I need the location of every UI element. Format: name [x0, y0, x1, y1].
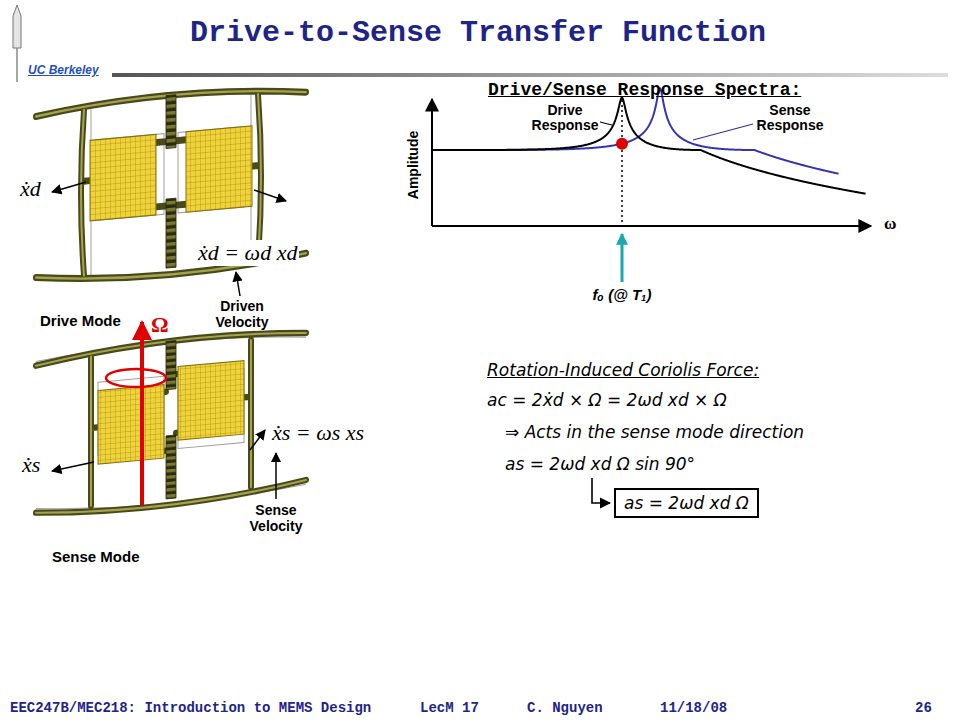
velocity-arrow: [254, 190, 286, 201]
response-chart: [431, 99, 433, 226]
beam: [36, 328, 306, 517]
drive-response-curve: [433, 98, 866, 194]
result-box: as = 2ωd xd Ω: [614, 488, 759, 518]
beam: [36, 83, 306, 287]
response-chart: [693, 124, 753, 140]
beam: [36, 328, 306, 517]
footer-author: C. Nguyen: [527, 700, 603, 716]
velocity-arrow: [236, 272, 240, 296]
handwritten-equation: ac = 2ẋd × Ω = 2ωd xd × Ω: [487, 390, 727, 410]
anchor: [166, 341, 176, 390]
response-chart: [432, 88, 871, 282]
sense-response-curve: [433, 88, 839, 173]
velocity-arrow: [275, 453, 277, 499]
anchor: [166, 95, 176, 149]
operating-point: [616, 138, 628, 150]
velocity-arrow: [52, 182, 86, 192]
footer-date: 11/18/08: [660, 700, 727, 716]
result-equation: as = 2ωd xd Ω: [624, 493, 749, 513]
hand-arrow: [592, 478, 610, 503]
axis-label: ω: [884, 214, 896, 234]
rotation-symbol: [140, 322, 144, 505]
rotation-symbol: [106, 369, 166, 387]
handwritten-note: ⇒ Acts in the sense mode direction: [505, 422, 804, 442]
page-number: 26: [915, 700, 932, 716]
anchor: [166, 435, 176, 499]
beam: [36, 328, 306, 517]
rotation-symbol: [106, 322, 166, 505]
sense-mode-structure: [36, 328, 306, 517]
header-decoration: [13, 5, 21, 48]
velocity-equation: ẋd = ωd xd: [196, 240, 299, 266]
velocity-symbol: ẋs: [22, 452, 40, 478]
response-chart: [432, 225, 871, 227]
footer-course: EEC247B/MEC218: Introduction to MEMS Des…: [10, 700, 371, 716]
velocity-arrow: [52, 182, 286, 499]
rotation-symbol: Ω: [151, 312, 169, 338]
slide-title: Drive-to-Sense Transfer Function: [190, 16, 766, 50]
handwritten-heading: Rotation-Induced Coriolis Force:: [487, 360, 759, 380]
handwritten-equation: as = 2ωd xd Ω sin 90°: [505, 454, 695, 474]
velocity-equation: ẋs = ωs xs: [270, 420, 366, 446]
frequency-label: fₒ (@ T₁): [593, 286, 652, 303]
header-decoration: [16, 48, 18, 82]
response-curve: [433, 88, 866, 193]
drive-mode-structure: [36, 83, 306, 287]
velocity-arrow: [52, 462, 94, 471]
mode-label: Drive Mode: [40, 312, 121, 329]
header-decoration: [112, 73, 948, 77]
rest-outline: [36, 84, 306, 285]
response-chart: [600, 122, 612, 125]
response-chart: [621, 100, 623, 224]
proof-mass: [90, 134, 156, 220]
proof-mass: [98, 385, 164, 464]
axis-label: Amplitude: [405, 131, 421, 199]
chart-heading: Drive/Sense Response Spectra:: [488, 80, 801, 100]
response-chart: [621, 234, 624, 282]
proof-mass: [178, 361, 244, 440]
beam: [36, 83, 306, 287]
rest-outline: [36, 84, 306, 285]
velocity-symbol: ẋd: [20, 176, 41, 202]
footer-lecture: LecM 17: [420, 700, 479, 716]
beam: [36, 83, 306, 287]
velocity-arrow: [250, 430, 265, 450]
proof-mass: [186, 126, 252, 212]
anchor: [166, 198, 176, 268]
university-logo: UC Berkeley: [28, 63, 99, 77]
hand-arrow: [592, 478, 610, 503]
header-decoration: [13, 5, 948, 82]
mode-label: Sense Mode: [52, 548, 140, 565]
callout-label: Sense Velocity: [250, 502, 303, 534]
callout-label: Driven Velocity: [216, 298, 269, 330]
curve-label: Drive Response: [532, 103, 599, 134]
curve-label: Sense Response: [757, 103, 824, 134]
